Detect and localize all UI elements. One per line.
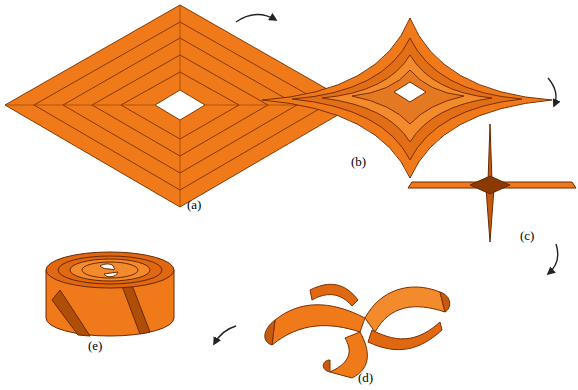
collapsed-sheet: [408, 124, 576, 242]
panel-label: (d): [358, 370, 373, 386]
spiral-sheet: [265, 284, 450, 378]
rolled-sheet: [46, 252, 174, 336]
step-arrows: [214, 14, 558, 344]
panel-label: (c): [520, 228, 534, 244]
panel-label: (e): [88, 338, 102, 354]
buckled-sheet: [262, 18, 552, 178]
panel-label: (a): [187, 197, 201, 213]
panel-label: (b): [351, 154, 366, 170]
